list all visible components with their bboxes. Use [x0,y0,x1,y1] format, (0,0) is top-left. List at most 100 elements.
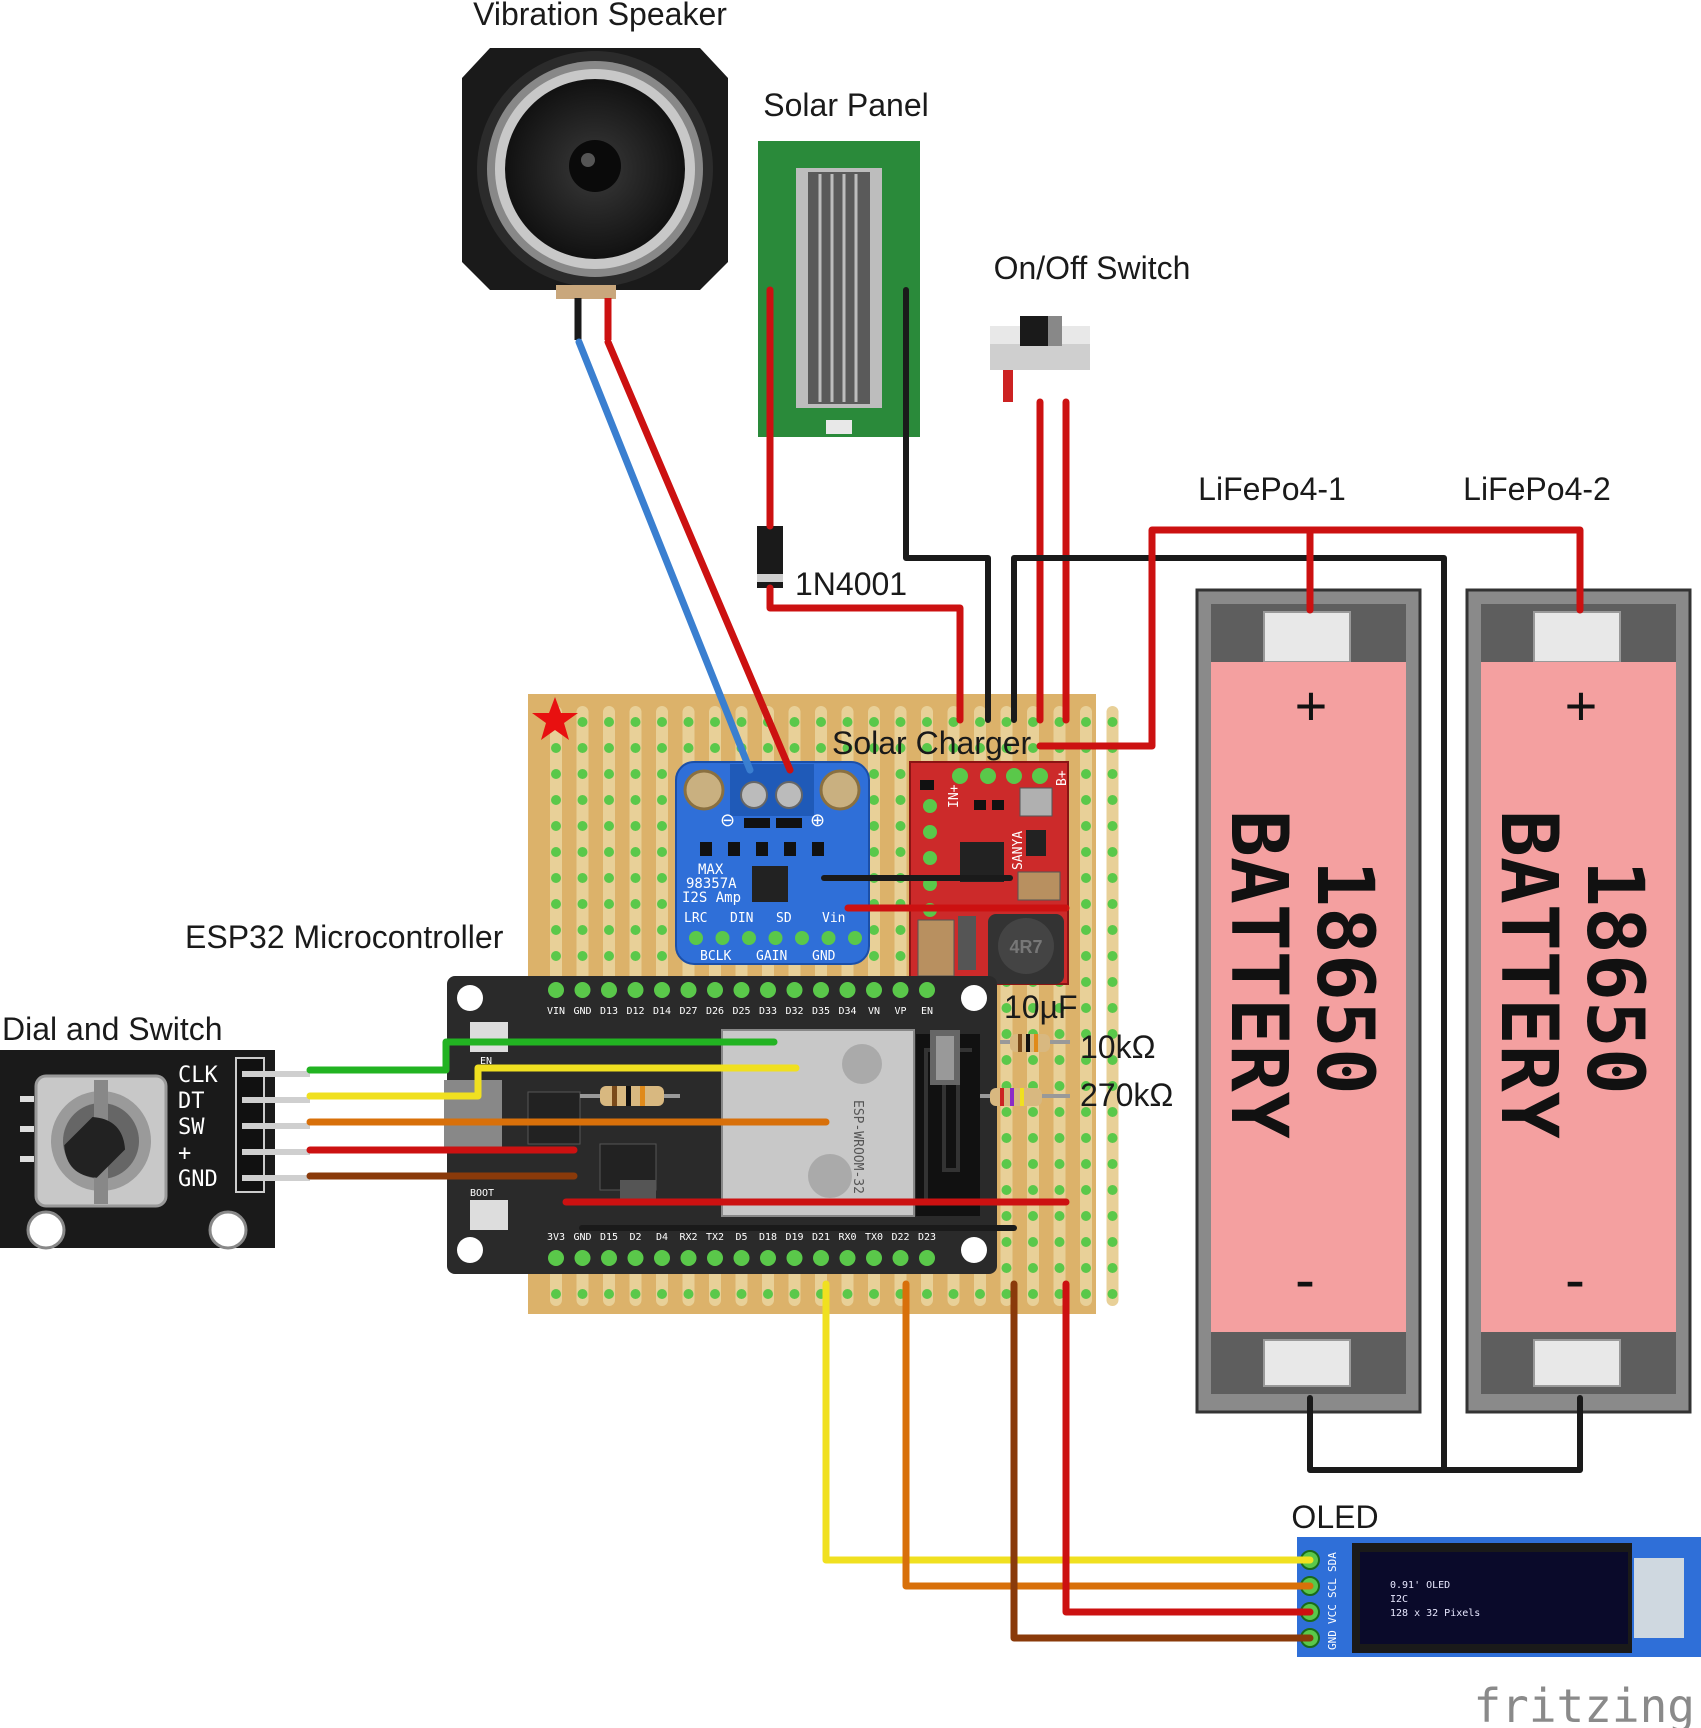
esp32-pin-label: D14 [653,1006,671,1017]
esp32-pin [813,1250,829,1266]
esp32-pin [760,1250,776,1266]
amp-pin-hole [795,931,809,945]
label-dial: Dial and Switch [2,1011,223,1047]
charger-pin-in: IN+ [947,784,962,808]
esp32-pin-label: D25 [732,1006,750,1017]
encoder-pin [242,1123,310,1129]
amp-pin-label: Vin [822,911,845,926]
wire-oled-gnd [1010,1280,1314,1642]
solar-panel [758,141,920,437]
encoder-pin-label: CLK [178,1063,218,1088]
esp32-pin-label: TX2 [706,1232,724,1243]
esp32-pin-label: D27 [679,1006,697,1017]
charger-pin-hole [1032,768,1048,784]
label-battery-1: LiFePo4-1 [1198,471,1346,507]
oled-pin-label: VCC [1326,1604,1339,1624]
amp-pin-hole [715,931,730,945]
amp-pin-hole [689,931,703,945]
amp-pin-label: GAIN [756,949,787,964]
amp-line1: MAX [698,862,724,878]
esp32-pin-label: VIN [547,1006,565,1017]
inductor-label: 4R7 [1009,937,1042,957]
esp32-pin [627,982,644,998]
esp32-pin [866,1250,882,1266]
esp32-pin [574,982,591,998]
esp32-pin-label: D21 [812,1232,830,1243]
esp32-pin-label: GND [573,1006,591,1017]
charger-marking: SANYA [1011,831,1026,870]
amp-pin-label: DIN [730,911,753,926]
esp32-pin [733,1250,750,1266]
battery-holder-1: + - 18650 BATTERY [1195,588,1422,1414]
label-charger: Solar Charger [832,725,1032,761]
capacitor-10uf [930,1030,960,1085]
oled-pin-label: GND [1326,1630,1339,1650]
oled-screen-line2: I2C [1390,1594,1408,1605]
battery-1-word: BATTERY [1213,810,1303,1139]
esp32-pin [839,982,856,998]
oled-screen-line3: 128 x 32 Pixels [1390,1608,1480,1619]
esp32-pin-label: D22 [891,1232,909,1243]
esp32-pin [919,1250,935,1266]
esp32-pin-label: D2 [629,1232,641,1243]
label-r2: 270kΩ [1080,1077,1173,1113]
battery-2-minus: - [1565,1246,1585,1313]
esp32-pin [839,1250,856,1266]
battery-2-plus: + [1565,674,1598,737]
vibration-speaker [462,48,728,340]
esp32-pin [760,982,776,998]
wires [306,286,1584,1642]
amp-line3: I2S Amp [682,890,741,906]
esp32-module-label: ESP-WROOM-32 [850,1100,865,1194]
esp32-pin-label: D23 [918,1232,936,1243]
wire-battery-neg-1 [1307,1395,1447,1473]
resistor-10k [1000,1034,1070,1052]
wire-battery-neg-bus [1011,555,1583,1473]
label-esp32: ESP32 Microcontroller [185,919,504,955]
esp32-pin [707,982,723,998]
esp32-pin [786,982,803,998]
encoder-pin [242,1097,310,1103]
esp32-pin [786,1250,803,1266]
esp32-pin [627,1250,644,1266]
label-diode: 1N4001 [795,566,907,602]
oled-pin-label: SDA [1326,1552,1339,1572]
esp32-pin-label: D26 [706,1006,724,1017]
esp32-pin [707,1250,723,1266]
esp32-pin [680,982,697,998]
amp-pin-label: LRC [684,911,707,926]
esp32-pin [654,982,670,998]
esp32-pin [892,982,909,998]
svg-text:⊖: ⊖ [720,810,735,830]
encoder-pin-label: + [178,1141,191,1166]
amp-pin-hole [742,931,756,945]
on-off-switch [990,316,1090,402]
encoder-pin-label: SW [178,1115,205,1140]
amp-pin-hole [848,931,862,945]
charger-pin-b: B+ [1055,770,1070,786]
solar-charger-board: IN+ B+ SANYA 4R7 [909,761,1070,985]
wire-speaker-pos [604,338,794,774]
esp32-pin-label: GND [573,1232,591,1243]
esp32-pin-label: D4 [656,1232,668,1243]
esp32-pin [680,1250,697,1266]
oled-screen-line1: 0.91' OLED [1390,1580,1450,1591]
label-switch: On/Off Switch [994,250,1191,286]
battery-holder-2: + - 18650 BATTERY [1465,588,1692,1414]
resistor-board [580,1086,680,1106]
esp32-pin-label: RX0 [838,1232,856,1243]
wire-oled-scl [902,1280,1314,1590]
esp32-pin-label: 3V3 [547,1232,565,1243]
esp32-pin [733,982,750,998]
esp32-pin-label: D34 [838,1006,856,1017]
wire-oled-sda [822,1280,1314,1564]
esp32-pin [548,1250,564,1266]
esp32-pin-label: D33 [759,1006,777,1017]
esp32-pin [601,1250,617,1266]
charger-pin-hole [1006,768,1022,784]
amp-line2: 98357A [686,876,737,892]
battery-2-word: BATTERY [1483,810,1573,1139]
amp-pin-hole [768,931,783,945]
